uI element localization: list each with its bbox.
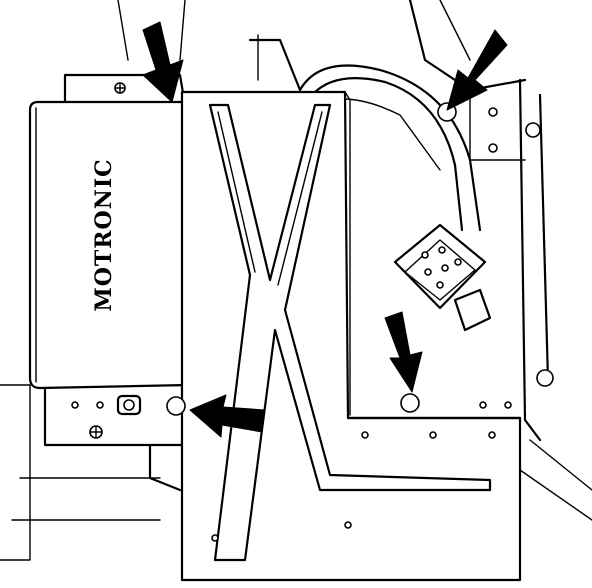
fastener-left [166, 396, 186, 416]
arrow-bottom [384, 311, 423, 393]
lower-bracket [43, 383, 192, 447]
cover-plate [180, 90, 522, 582]
arrow-left [189, 394, 266, 438]
module-label: MOTRONIC [91, 158, 117, 311]
harness-connector [393, 223, 492, 332]
plate-step [211, 401, 522, 542]
bolt-right-lower [536, 369, 554, 387]
arrow-top-right [446, 29, 508, 111]
bolt-right-upper [525, 122, 541, 138]
fastener-bottom [400, 393, 420, 413]
connector-latch [453, 288, 492, 332]
cover-embossing [208, 103, 492, 562]
fasteners [166, 102, 498, 416]
arrow-top-left [142, 21, 184, 103]
motronic-module: MOTRONIC [28, 100, 190, 390]
callout-arrows [142, 21, 508, 438]
